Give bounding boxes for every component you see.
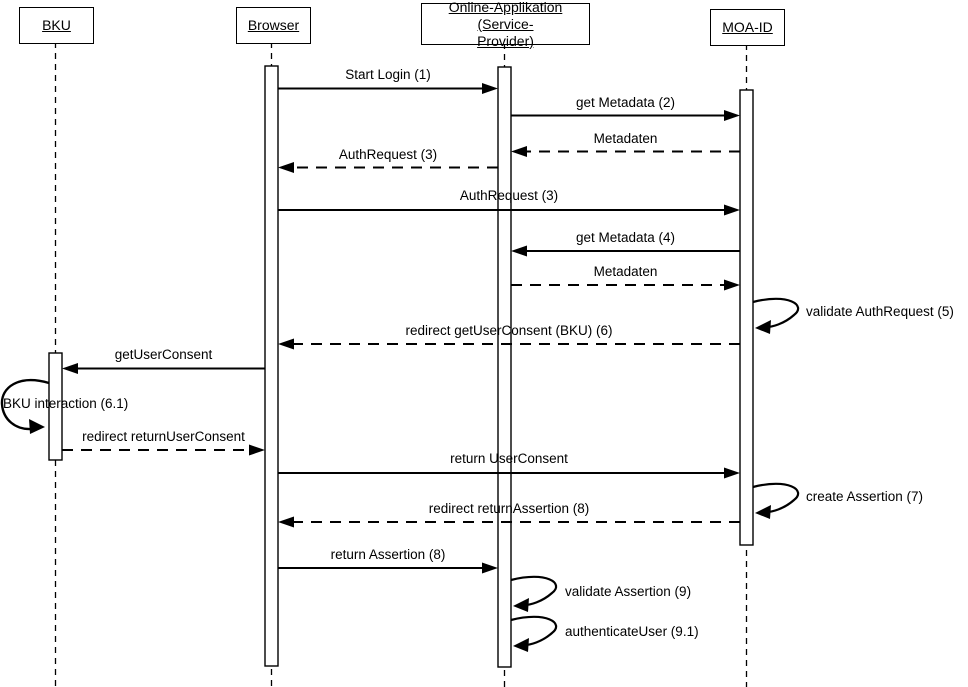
message-label-get-metadata-2: get Metadata (2): [575, 95, 676, 110]
actor-label-bku: BKU: [42, 17, 71, 33]
message-arrow-getuserconsent: [62, 363, 265, 374]
actor-label-online-applikation-line2: Provider): [477, 32, 534, 49]
actor-label-browser: Browser: [247, 17, 300, 33]
self-loop-validate-authrequest: [752, 297, 800, 334]
actor-box-online-applikation: Online-Applikation (Service- Provider): [421, 0, 590, 49]
activation-bar-bku: [48, 352, 63, 461]
message-label-redirect-getuserconsent: redirect getUserConsent (BKU) (6): [405, 323, 613, 338]
message-label-authrequest-redirect: AuthRequest (3): [338, 147, 438, 162]
message-arrow-get-metadata-4: [511, 245, 740, 257]
actor-box-browser: Browser: [236, 7, 311, 44]
message-arrow-authrequest-redirect: [278, 162, 498, 173]
actor-box-moa-id: MOA-ID: [710, 9, 785, 46]
message-arrow-redirect-returnassertion: [278, 516, 740, 528]
message-label-bku-interaction: BKU interaction (6.1): [3, 396, 129, 411]
self-loop-authenticateuser: [510, 615, 558, 652]
message-label-metadaten-2: Metadaten: [593, 264, 658, 279]
message-label-authrequest-forward: AuthRequest (3): [459, 188, 559, 203]
message-label-create-assertion: create Assertion (7): [806, 489, 924, 504]
message-arrow-metadaten-return-2: [511, 279, 740, 291]
message-label-redirect-returnuserconsent: redirect returnUserConsent: [82, 429, 245, 444]
self-loop-bku-interaction: [0, 378, 50, 434]
self-loop-create-assertion: [752, 482, 800, 519]
message-label-start-login: Start Login (1): [345, 67, 431, 82]
message-arrow-redirect-getuserconsent: [278, 338, 740, 350]
activation-bar-browser: [264, 65, 279, 667]
activation-bar-online-applikation: [497, 66, 512, 668]
message-arrow-start-login: [278, 83, 498, 94]
activation-bar-moa-id: [739, 89, 754, 546]
message-label-authenticateuser: authenticateUser (9.1): [565, 624, 699, 639]
message-arrow-return-assertion: [278, 562, 498, 574]
self-loop-validate-assertion: [510, 575, 558, 612]
message-arrow-redirect-returnuserconsent: [62, 444, 265, 456]
message-label-validate-assertion: validate Assertion (9): [565, 584, 692, 599]
message-label-return-assertion: return Assertion (8): [330, 547, 446, 562]
message-label-redirect-returnassertion: redirect returnAssertion (8): [428, 501, 590, 516]
message-arrow-metadaten-return-1: [511, 146, 740, 157]
actor-label-moa-id: MOA-ID: [722, 19, 773, 35]
message-arrow-get-metadata-2: [511, 110, 740, 121]
message-label-get-metadata-4: get Metadata (4): [575, 230, 676, 245]
message-label-return-userconsent: return UserConsent: [450, 451, 568, 466]
message-label-validate-authrequest: validate AuthRequest (5): [806, 304, 954, 319]
message-arrow-return-userconsent: [278, 467, 740, 479]
message-arrow-authrequest-forward: [278, 204, 740, 216]
actor-box-bku: BKU: [19, 7, 94, 44]
message-label-metadaten-1: Metadaten: [593, 131, 658, 146]
message-label-getuserconsent: getUserConsent: [114, 347, 213, 362]
actor-label-online-applikation-line1: Online-Applikation (Service-: [448, 0, 563, 32]
